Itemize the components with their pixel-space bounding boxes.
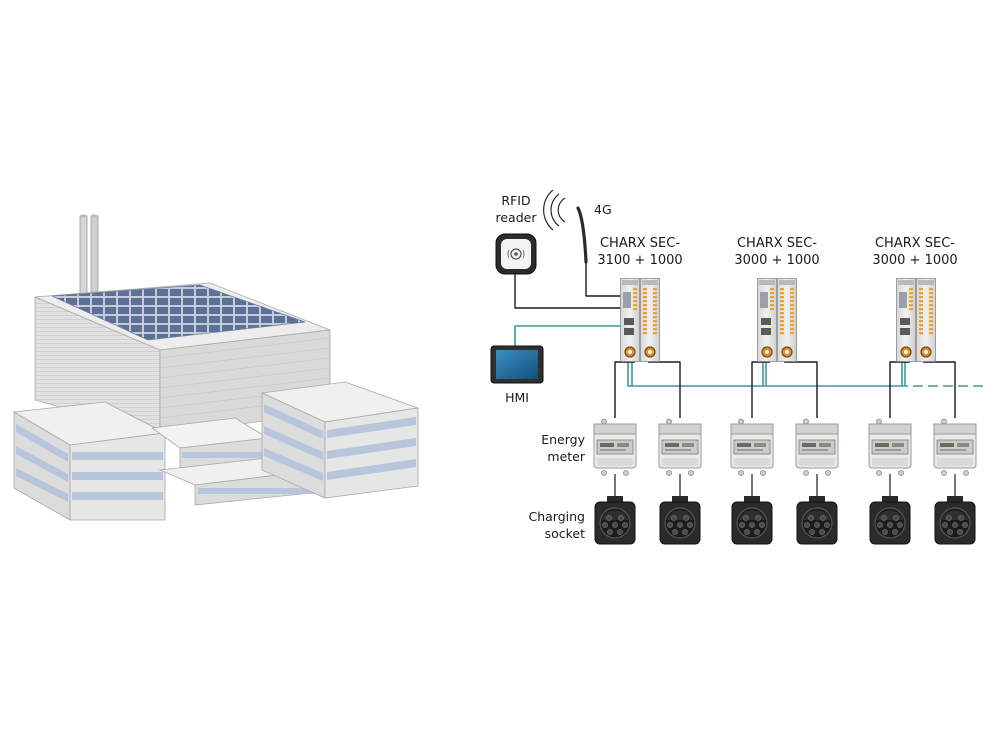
wiring [514, 262, 988, 498]
energy-meter-3 [730, 418, 774, 476]
controller-3-name-line2: 3000 + 1000 [872, 253, 957, 268]
controller-3 [896, 278, 936, 362]
cellular-label: 4G [594, 202, 612, 217]
controller-1-name-line2: 3100 + 1000 [597, 253, 682, 268]
rfid-cable [514, 272, 623, 309]
hmi-label: HMI [505, 390, 529, 405]
rfid-label-line2: reader [496, 210, 538, 225]
ethernet-backbone [627, 356, 898, 387]
main-hall [34, 282, 331, 436]
charging-socket-2 [659, 496, 701, 545]
hmi-panel [490, 345, 544, 384]
hmi-ethernet-cable [514, 325, 623, 346]
antenna-icon [543, 189, 588, 264]
energy-meter-label-line1: Energy [541, 432, 585, 447]
right-office-wing [260, 381, 419, 499]
building-illustration [12, 214, 419, 521]
energy-meter-label-line2: meter [547, 449, 585, 464]
energy-meter-2 [658, 418, 702, 476]
charging-socket-row [594, 496, 976, 545]
controller-1 [620, 278, 660, 362]
rfid-label-line1: RFID [501, 193, 530, 208]
energy-meter-row [593, 418, 977, 476]
controller-3-name-line1: CHARX SEC- [875, 236, 955, 251]
charging-socket-1 [594, 496, 636, 545]
charging-socket-label-line1: Charging [529, 509, 586, 524]
controller-2 [757, 278, 797, 362]
controller-2-name-line1: CHARX SEC- [737, 236, 817, 251]
solar-panel-array [51, 284, 306, 341]
rfid-reader [495, 233, 537, 275]
charging-socket-6 [934, 496, 976, 545]
charging-socket-4 [796, 496, 838, 545]
charging-socket-5 [869, 496, 911, 545]
energy-meter-6 [933, 418, 977, 476]
charging-socket-label-line2: socket [545, 526, 586, 541]
energy-meter-1 [593, 418, 637, 476]
charging-socket-3 [731, 496, 773, 545]
controller-2-name-line2: 3000 + 1000 [734, 253, 819, 268]
energy-meter-4 [795, 418, 839, 476]
controller-1-name-line1: CHARX SEC- [600, 236, 680, 251]
chimneys [79, 214, 99, 303]
antenna-cable [585, 262, 623, 297]
left-office-wing [12, 401, 167, 521]
energy-meter-5 [868, 418, 912, 476]
